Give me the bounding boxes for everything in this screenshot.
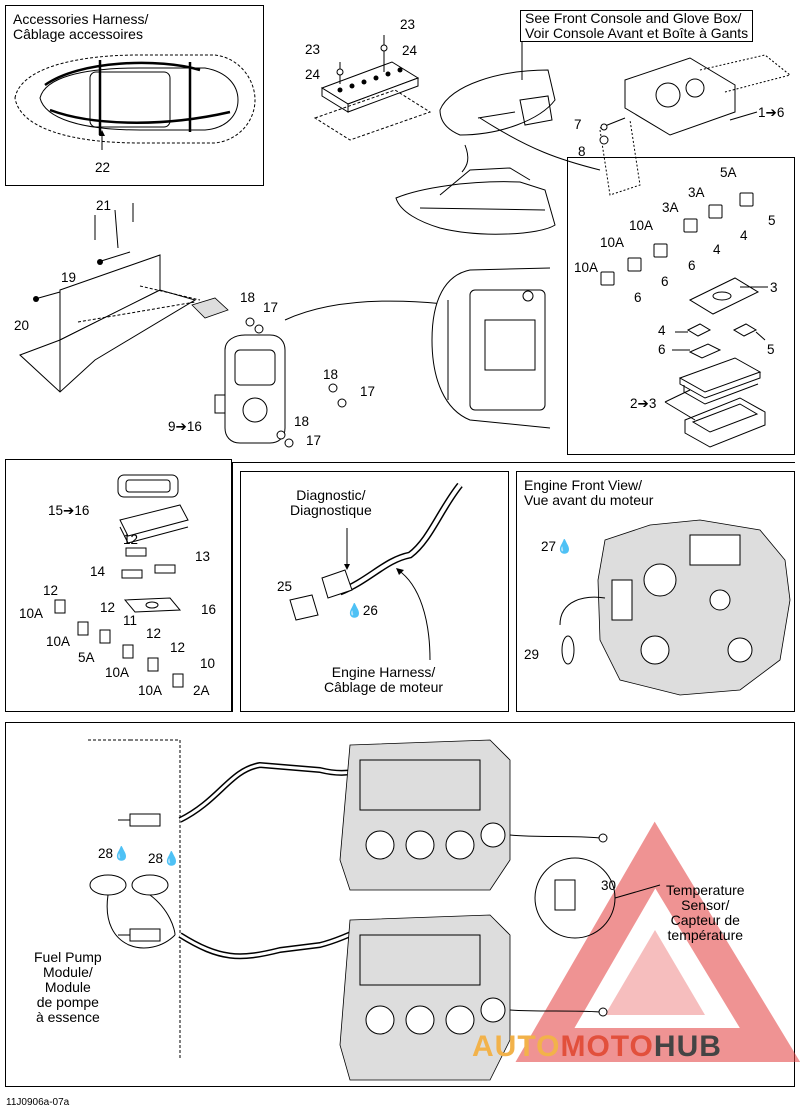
callout-10A: 10A bbox=[574, 260, 599, 275]
callout-24: 24 bbox=[402, 43, 418, 58]
diagnostic-outer-frame bbox=[232, 462, 795, 465]
callout-12: 12 bbox=[43, 583, 59, 598]
callout-2A: 2A bbox=[193, 683, 210, 698]
callout-18: 18 bbox=[323, 367, 339, 382]
diagnostic-connector bbox=[289, 482, 463, 661]
callout-12: 12 bbox=[170, 640, 186, 655]
callout-7: 7 bbox=[574, 117, 582, 132]
callout-1-to-6: 1➔6 bbox=[758, 105, 785, 120]
mounting-plate bbox=[19, 203, 201, 393]
callout-4: 4 bbox=[658, 323, 666, 338]
callout-6: 6 bbox=[634, 290, 642, 305]
fuse-detail-drawing bbox=[600, 192, 768, 448]
diagnostic-panel bbox=[240, 471, 509, 712]
callout-26: 💧26 bbox=[346, 603, 378, 618]
callout-23: 23 bbox=[400, 17, 416, 32]
figure-code: 11J0906a-07a bbox=[6, 1097, 70, 1108]
callout-27-number: 27 bbox=[541, 539, 557, 554]
callout-20: 20 bbox=[14, 318, 30, 333]
callout-9-to-16: 9➔16 bbox=[168, 419, 202, 434]
callout-14: 14 bbox=[90, 564, 106, 579]
callout-28-number: 28 bbox=[148, 851, 164, 866]
callout-17: 17 bbox=[360, 384, 376, 399]
callout-10A: 10A bbox=[46, 634, 71, 649]
callout-28-number: 28 bbox=[98, 846, 114, 861]
callout-24: 24 bbox=[305, 67, 321, 82]
callout-17: 17 bbox=[306, 433, 322, 448]
engine-harness-label: Engine Harness/ Câblage de moteur bbox=[324, 664, 444, 695]
drop-icon: 💧 bbox=[556, 539, 573, 554]
callout-26-number: 26 bbox=[362, 603, 378, 618]
callout-10A: 10A bbox=[138, 683, 163, 698]
callout-5A: 5A bbox=[78, 650, 95, 665]
callout-18: 18 bbox=[240, 290, 256, 305]
callout-28: 28💧 bbox=[98, 846, 130, 861]
watermark-moto: MOTO bbox=[560, 1030, 654, 1063]
boat-top-view bbox=[14, 54, 256, 150]
callout-12: 12 bbox=[146, 626, 162, 641]
callout-18: 18 bbox=[294, 414, 310, 429]
callout-5A: 5A bbox=[720, 165, 737, 180]
callout-6: 6 bbox=[658, 342, 666, 357]
callout-28: 28💧 bbox=[148, 851, 180, 866]
callout-13: 13 bbox=[195, 549, 211, 564]
callout-6: 6 bbox=[688, 258, 696, 273]
callout-10A: 10A bbox=[105, 665, 130, 680]
engine-front-view bbox=[559, 519, 791, 696]
fuse-detail-panel bbox=[567, 157, 795, 455]
callout-22: 22 bbox=[95, 160, 111, 175]
callout-21: 21 bbox=[96, 198, 112, 213]
callout-5: 5 bbox=[767, 342, 775, 357]
fuse-kit-panel bbox=[5, 459, 232, 712]
drop-icon: 💧 bbox=[113, 846, 130, 861]
callout-4: 4 bbox=[713, 242, 721, 257]
callout-27: 27💧 bbox=[541, 539, 573, 554]
callout-4: 4 bbox=[740, 228, 748, 243]
watermark-text: AUTOMOTOHUB bbox=[472, 1030, 722, 1064]
callout-3: 3 bbox=[770, 280, 778, 295]
callout-12: 12 bbox=[123, 532, 139, 547]
console-reference-title: See Front Console and Glove Box/ Voir Co… bbox=[520, 10, 754, 42]
diagnostic-outer-frame-left bbox=[232, 462, 234, 712]
watermark-triangle bbox=[515, 821, 800, 1062]
callout-10A: 10A bbox=[600, 235, 625, 250]
callout-6: 6 bbox=[661, 274, 669, 289]
callout-15-to-16: 15➔16 bbox=[48, 503, 90, 518]
callout-8: 8 bbox=[578, 144, 586, 159]
callout-30: 30 bbox=[601, 878, 617, 893]
callout-19: 19 bbox=[61, 270, 77, 285]
callout-29: 29 bbox=[524, 647, 540, 662]
temperature-sensor-label: Temperature Sensor/ Capteur de températu… bbox=[666, 882, 745, 943]
engine-blocks bbox=[339, 739, 661, 1081]
callout-12: 12 bbox=[100, 600, 116, 615]
callout-3A: 3A bbox=[662, 200, 679, 215]
drop-icon: 💧 bbox=[346, 603, 363, 618]
engine-front-title: Engine Front View/ Vue avant du moteur bbox=[524, 477, 654, 508]
boat-side-view bbox=[395, 117, 601, 235]
fuel-pump-drawing bbox=[88, 739, 383, 1060]
callout-3A: 3A bbox=[688, 185, 705, 200]
callout-17: 17 bbox=[263, 300, 279, 315]
accessories-harness-panel bbox=[5, 5, 264, 186]
fuse-kit-drawing bbox=[54, 474, 189, 688]
diagnostic-title: Diagnostic/ Diagnostique bbox=[290, 487, 372, 518]
front-console bbox=[439, 42, 792, 196]
callout-25: 25 bbox=[277, 579, 293, 594]
terminal-block bbox=[313, 35, 432, 141]
callout-10A: 10A bbox=[629, 218, 654, 233]
callout-16: 16 bbox=[201, 602, 217, 617]
fuel-pump-label: Fuel Pump Module/ Module de pompe à esse… bbox=[34, 949, 102, 1025]
hull-top-view bbox=[431, 267, 551, 429]
callout-10: 10 bbox=[200, 656, 216, 671]
watermark-auto: AUTO bbox=[472, 1030, 561, 1063]
callout-11: 11 bbox=[123, 613, 138, 628]
accessories-harness-title: Accessories Harness/ Câblage accessoires bbox=[13, 11, 149, 42]
callout-23: 23 bbox=[305, 42, 321, 57]
callout-5: 5 bbox=[768, 213, 776, 228]
callout-2-to-3: 2➔3 bbox=[630, 396, 657, 411]
watermark-hub: HUB bbox=[653, 1030, 722, 1063]
drop-icon: 💧 bbox=[163, 851, 180, 866]
callout-10A: 10A bbox=[19, 606, 44, 621]
